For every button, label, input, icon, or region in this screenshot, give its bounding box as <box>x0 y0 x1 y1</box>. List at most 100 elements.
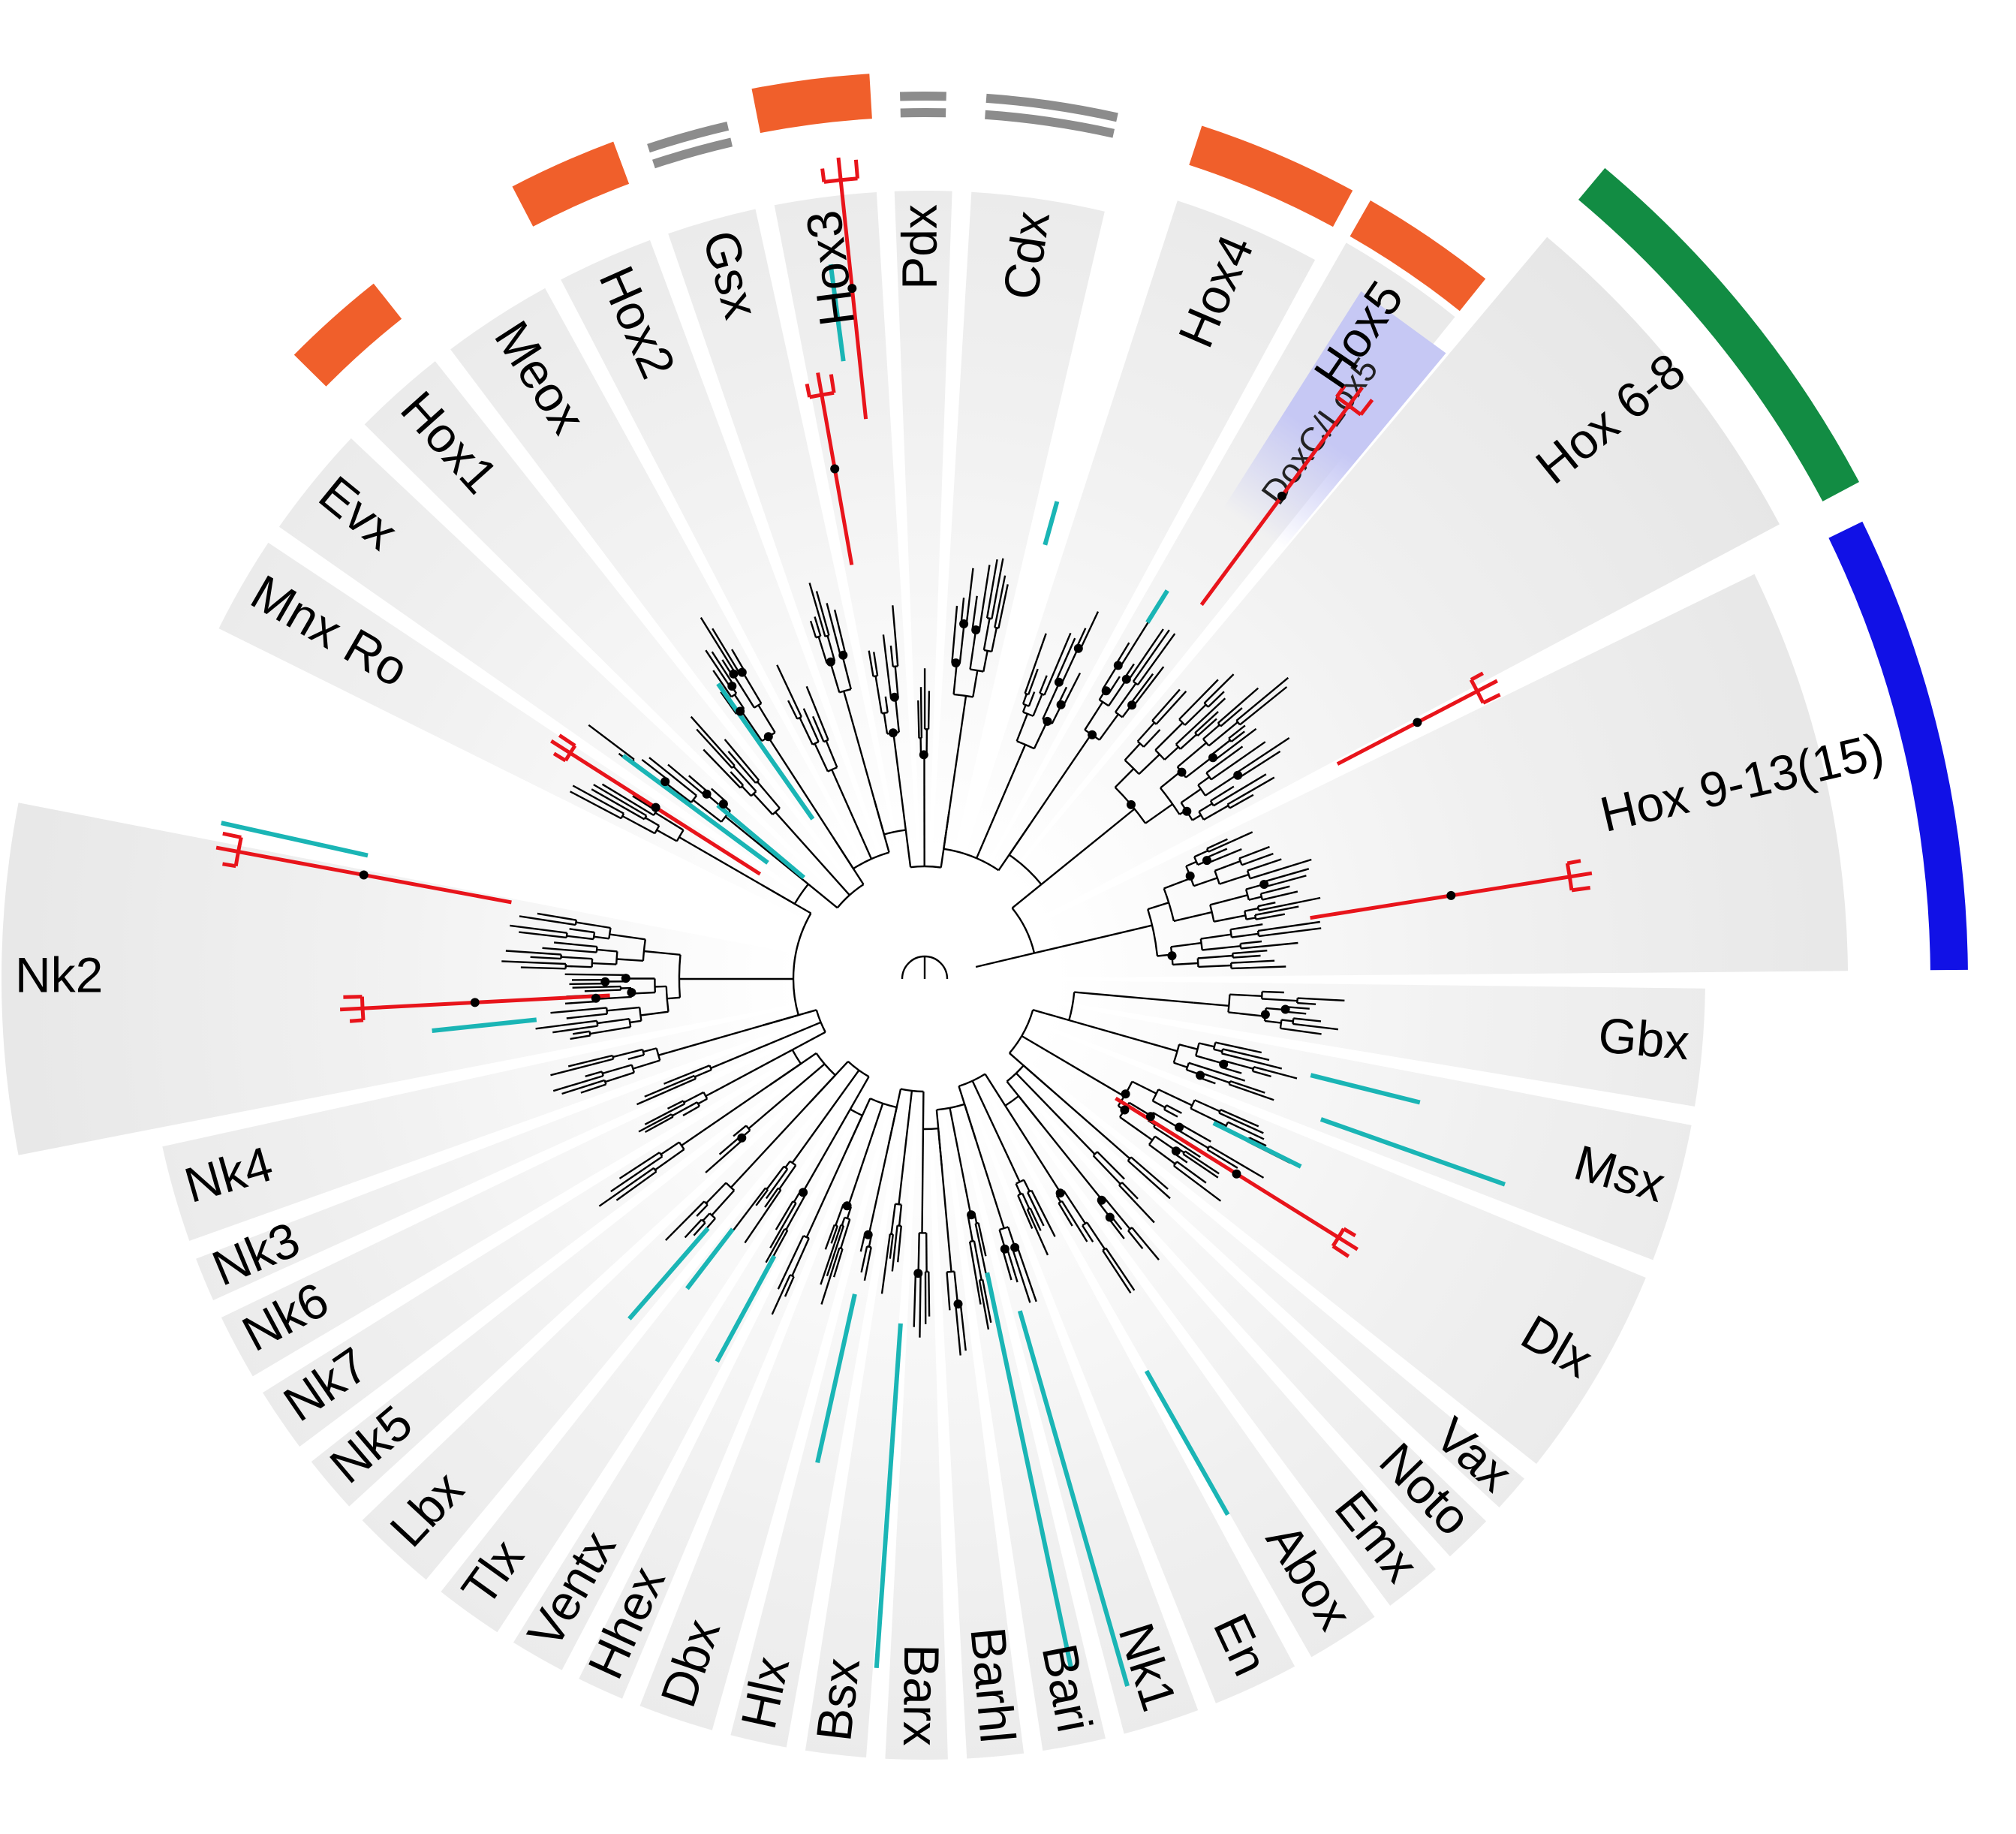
bar-fill <box>751 74 872 134</box>
branch-radial <box>1133 666 1165 707</box>
branch-arc <box>892 665 898 668</box>
clade-label-gbx: Gbx <box>1596 1007 1692 1070</box>
branch-radial <box>894 697 900 733</box>
support-node <box>1055 1188 1065 1198</box>
red-lineage-tip <box>1343 1227 1357 1238</box>
branch-radial <box>593 784 647 817</box>
cyan-lineage <box>716 803 806 880</box>
branch-arc <box>709 1065 713 1071</box>
branch-radial <box>602 1064 633 1075</box>
support-node <box>1000 1244 1010 1254</box>
branch-radial <box>775 811 796 835</box>
branch-radial <box>1127 1230 1144 1249</box>
branch-arc <box>1011 907 1036 953</box>
branch-radial <box>552 1025 598 1034</box>
support-node <box>1127 800 1136 809</box>
branch-radial <box>1173 911 1212 923</box>
sector-gsx <box>668 209 913 929</box>
branch-arc <box>608 927 612 939</box>
support-node <box>1105 1212 1115 1222</box>
sector-nk3 <box>196 998 877 1300</box>
support-node <box>736 706 745 716</box>
branch-radial <box>991 558 1004 619</box>
branch-radial <box>597 1018 630 1025</box>
branch-radial <box>535 1019 597 1030</box>
sector-hox-6-8 <box>958 236 1780 955</box>
branch-arc <box>1008 1035 1023 1054</box>
support-node <box>702 789 712 799</box>
branch-radial <box>553 941 597 948</box>
branch-radial <box>733 694 745 709</box>
support-node <box>1167 951 1177 961</box>
cyan-lineage <box>1017 1310 1130 1687</box>
branch-radial <box>564 973 626 976</box>
branch-radial <box>1166 1104 1182 1114</box>
branch-arc <box>802 1235 810 1239</box>
branch-radial <box>1121 1182 1139 1200</box>
branch-radial <box>1217 687 1259 724</box>
branch-radial <box>693 1221 706 1236</box>
branch-radial <box>1114 768 1135 788</box>
branch-radial <box>1222 1066 1242 1074</box>
branch-radial <box>1241 852 1274 866</box>
branch-arc <box>972 1073 986 1082</box>
branch-arc <box>1194 732 1199 736</box>
branch-radial <box>1226 776 1275 806</box>
branch-arc <box>676 830 685 842</box>
sector-hhex <box>579 1025 904 1699</box>
support-node <box>621 974 630 983</box>
branch-radial <box>537 912 577 921</box>
branch-radial <box>777 1235 805 1290</box>
branch-radial <box>1238 845 1270 860</box>
branch-arc <box>1175 743 1181 750</box>
support-node <box>1097 1195 1106 1205</box>
branch-radial <box>1214 914 1246 923</box>
branch-radial <box>1185 756 1214 778</box>
branch-arc <box>823 176 858 184</box>
branch-radial <box>892 605 899 667</box>
branch-radial <box>1032 1009 1070 1022</box>
branch-radial <box>1213 773 1267 807</box>
branch-radial <box>1254 905 1299 916</box>
branch-radial <box>1024 633 1047 694</box>
branch-radial <box>1055 637 1076 682</box>
branch-radial <box>873 652 879 676</box>
branch-radial <box>616 958 643 962</box>
branch-radial <box>606 1006 640 1012</box>
red-lineage-tip <box>222 831 242 839</box>
branch-radial <box>1108 679 1127 706</box>
branch-arc <box>1016 740 1035 750</box>
branch-radial <box>810 1069 860 1138</box>
branch-arc <box>866 1245 871 1248</box>
bar-hox5 <box>1350 200 1486 312</box>
branch-arc <box>871 851 889 860</box>
branch-radial <box>644 1103 685 1125</box>
branch-radial <box>1028 668 1039 695</box>
branch-radial <box>1176 1161 1207 1184</box>
branch-radial <box>1205 848 1228 859</box>
branch-radial <box>550 1058 614 1077</box>
branch-radial <box>733 1125 747 1137</box>
cyan-lineage <box>1310 1073 1421 1105</box>
branch-radial <box>837 783 873 860</box>
support-node <box>1232 1169 1241 1179</box>
branch-arc <box>1178 718 1186 726</box>
branch-radial <box>505 950 561 956</box>
branch-radial <box>1113 1143 1131 1160</box>
branch-radial <box>850 718 875 799</box>
branch-arc <box>1039 692 1045 696</box>
branch-radial <box>761 1063 826 1119</box>
branch-arc <box>1118 1182 1123 1186</box>
branch-arc <box>1027 1189 1032 1194</box>
branch-radial <box>1193 1001 1229 1007</box>
branch-arc <box>1209 904 1215 922</box>
branch-radial <box>1040 831 1106 886</box>
bar-fill <box>1189 125 1353 227</box>
branch-radial <box>683 1091 705 1104</box>
branch-radial <box>824 1224 835 1250</box>
branch-radial <box>820 1247 841 1305</box>
branch-arc <box>881 711 888 715</box>
branch-radial <box>1180 1123 1211 1143</box>
branch-radial <box>642 1047 657 1053</box>
